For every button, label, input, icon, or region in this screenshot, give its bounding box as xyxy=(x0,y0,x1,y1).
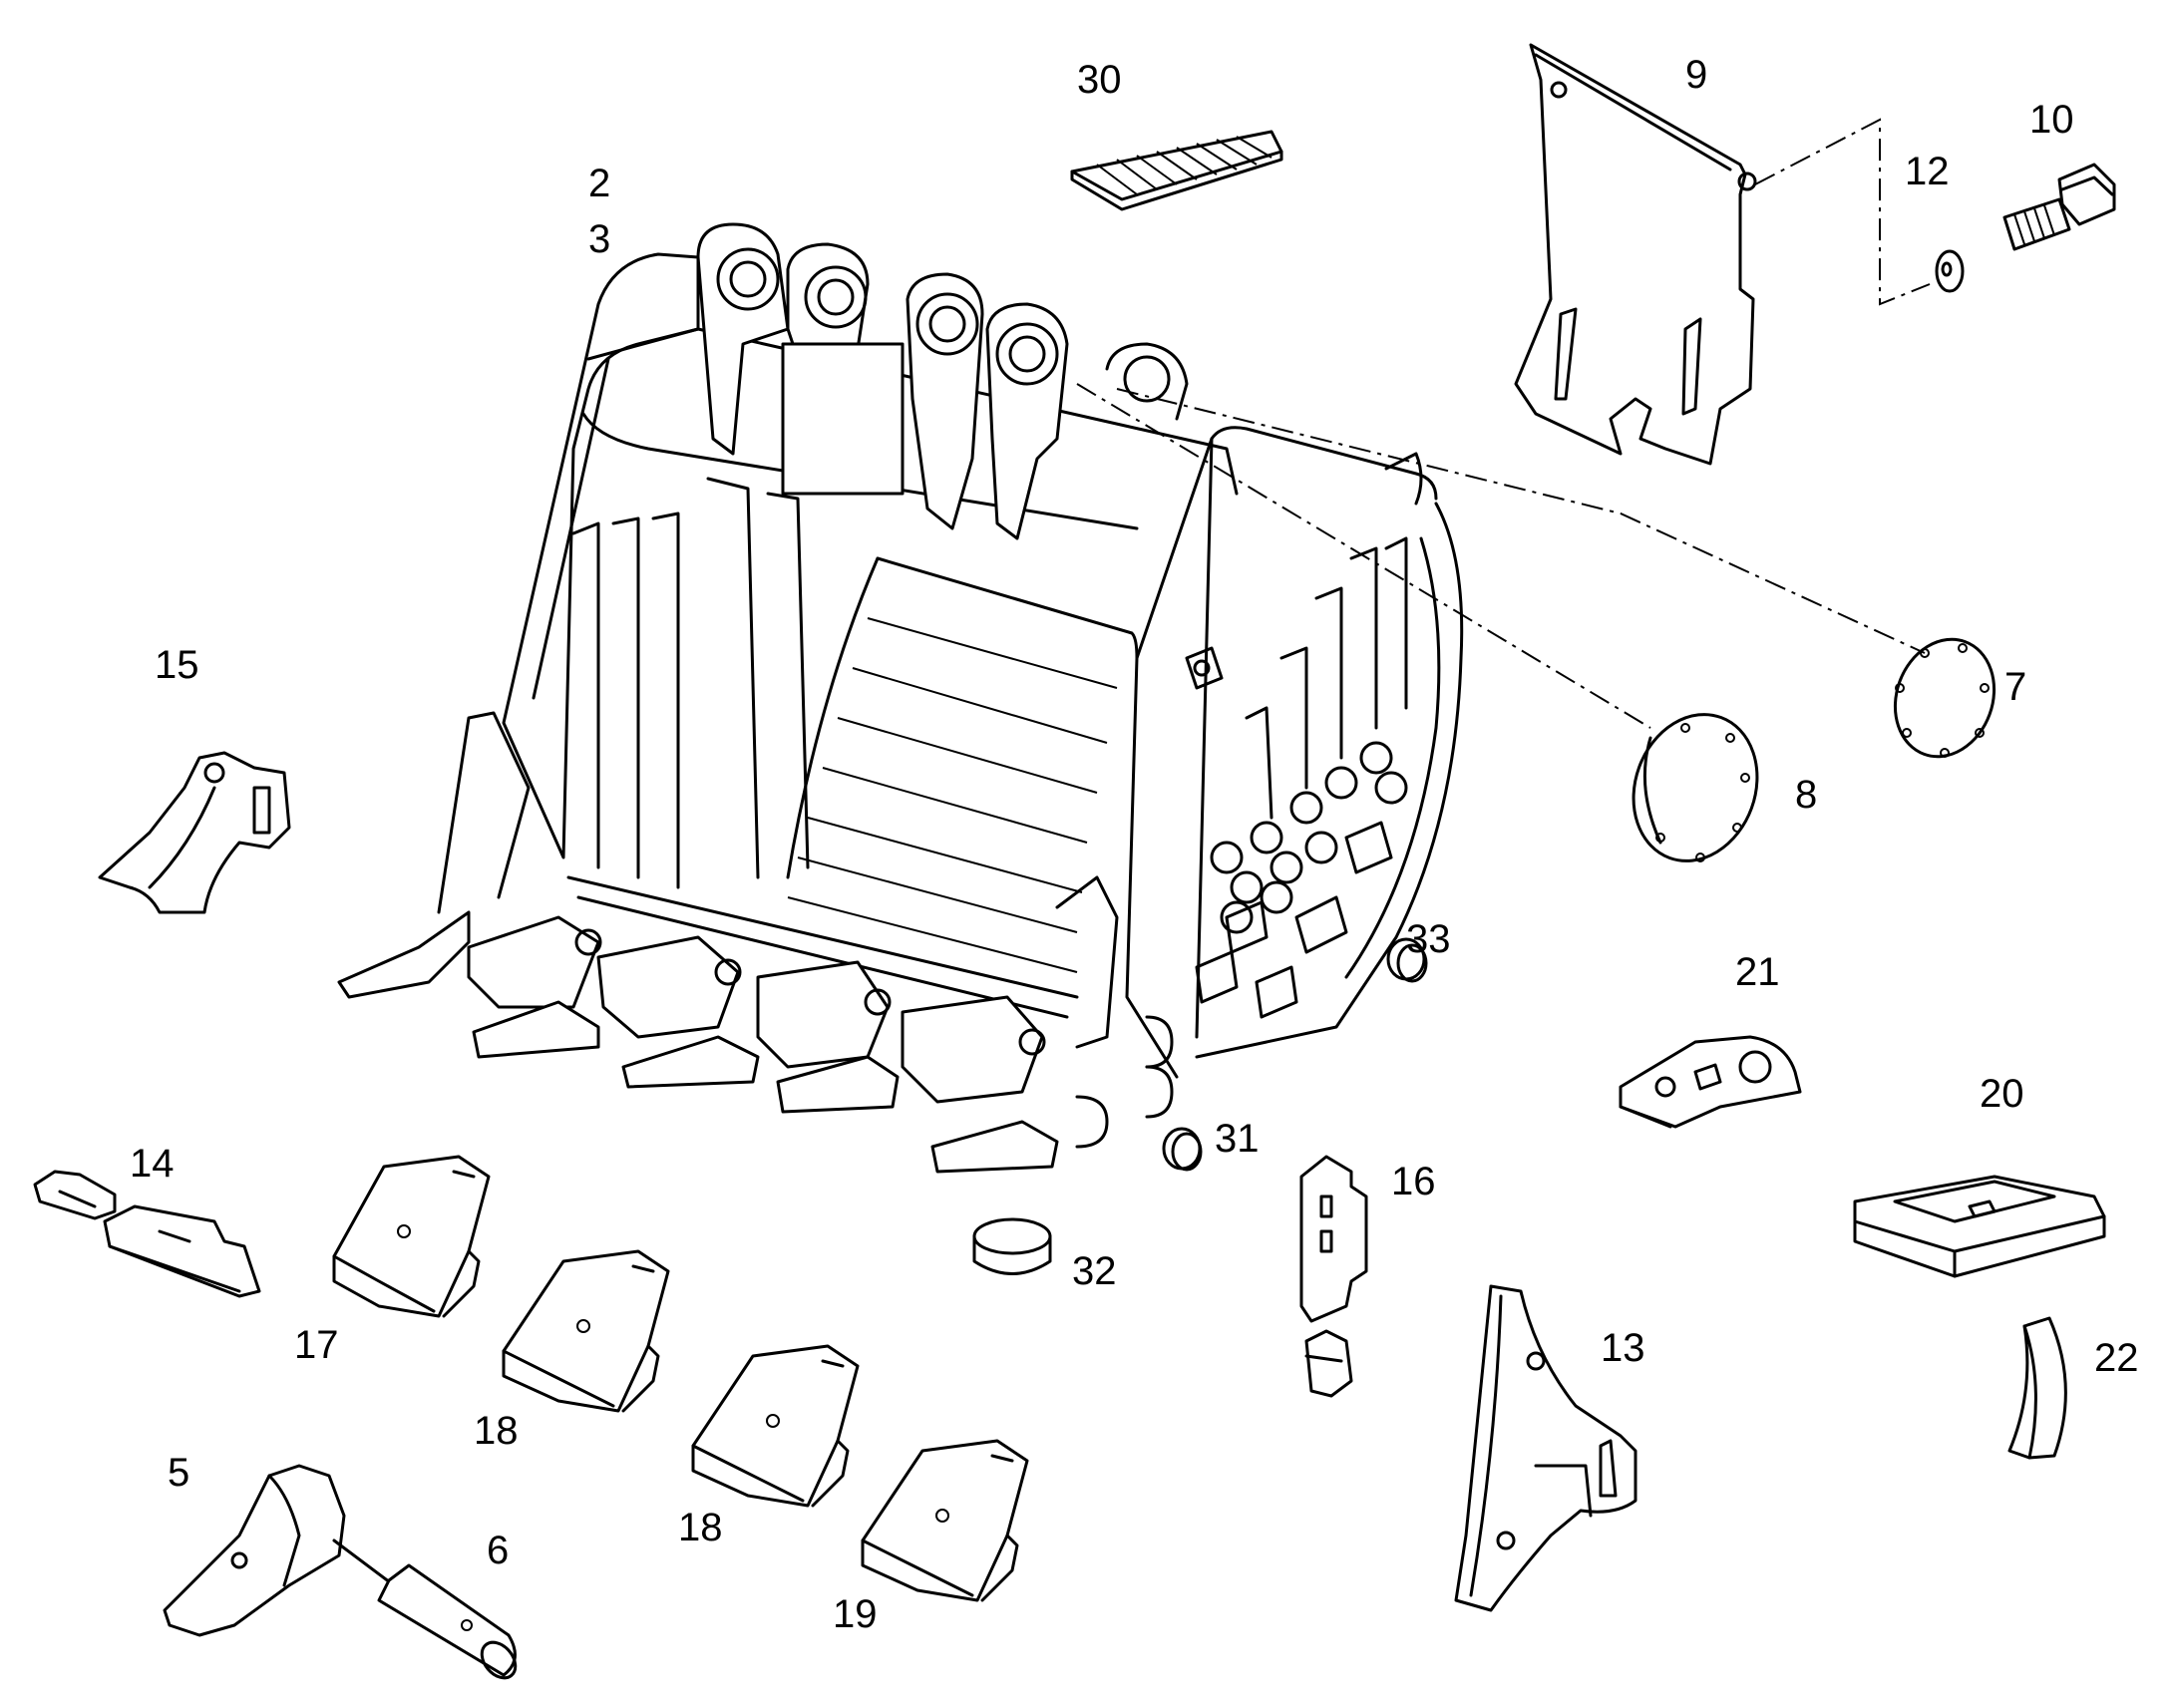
label-18b: 18 xyxy=(678,1506,723,1549)
part-17-tooth-point xyxy=(332,1155,491,1318)
label-19: 19 xyxy=(833,1592,878,1636)
part-18-tooth-point-b xyxy=(691,1344,860,1508)
part-10-bolt xyxy=(2002,163,2116,251)
part-19-tooth-point xyxy=(861,1439,1029,1602)
part-21-wear-plate xyxy=(1619,1035,1802,1129)
label-3: 3 xyxy=(588,217,610,261)
part-32-plug xyxy=(972,1217,1052,1275)
part-7-disc xyxy=(1893,637,1997,759)
label-30: 30 xyxy=(1077,58,1122,102)
part-22-wear-strip xyxy=(2007,1316,2067,1460)
part-31-plug xyxy=(1162,1127,1203,1172)
label-31: 31 xyxy=(1215,1117,1260,1161)
part-18-tooth-point-a xyxy=(502,1249,670,1413)
label-15: 15 xyxy=(155,643,199,687)
label-21: 21 xyxy=(1735,950,1780,994)
label-12: 12 xyxy=(1905,150,1950,193)
label-32: 32 xyxy=(1072,1249,1117,1293)
label-22: 22 xyxy=(2094,1336,2139,1380)
part-15-adapter xyxy=(98,751,291,914)
label-5: 5 xyxy=(168,1451,189,1495)
part-33-plug xyxy=(1386,937,1428,983)
label-17: 17 xyxy=(294,1323,339,1367)
label-20: 20 xyxy=(1980,1072,2024,1116)
part-9-guard-plate xyxy=(1514,43,1757,466)
bucket-assembly xyxy=(337,222,1464,1174)
part-16-clip xyxy=(1299,1155,1368,1398)
label-14: 14 xyxy=(130,1142,175,1186)
label-2: 2 xyxy=(588,162,610,205)
part-20-wear-block xyxy=(1853,1175,2106,1278)
label-9: 9 xyxy=(1685,53,1707,97)
label-33: 33 xyxy=(1406,917,1451,961)
label-10: 10 xyxy=(2029,98,2074,142)
label-7: 7 xyxy=(2004,665,2026,709)
leader-9-12 xyxy=(1754,118,1931,306)
label-13: 13 xyxy=(1601,1326,1645,1370)
label-18a: 18 xyxy=(474,1409,519,1453)
part-14-segment xyxy=(33,1170,261,1298)
leader-bucket-7 xyxy=(1116,388,1926,654)
part-8-disc xyxy=(1632,713,1759,862)
label-8: 8 xyxy=(1795,773,1817,817)
part-5-adapter xyxy=(163,1464,346,1637)
part-13-wing-shroud xyxy=(1454,1284,1637,1612)
label-16: 16 xyxy=(1391,1160,1436,1203)
part-6-pin xyxy=(332,1538,518,1680)
part-12-washer xyxy=(1935,249,1965,293)
part-30-wear-pad xyxy=(1070,130,1283,211)
leader-bucket-8 xyxy=(1076,383,1651,729)
label-6: 6 xyxy=(487,1529,509,1572)
